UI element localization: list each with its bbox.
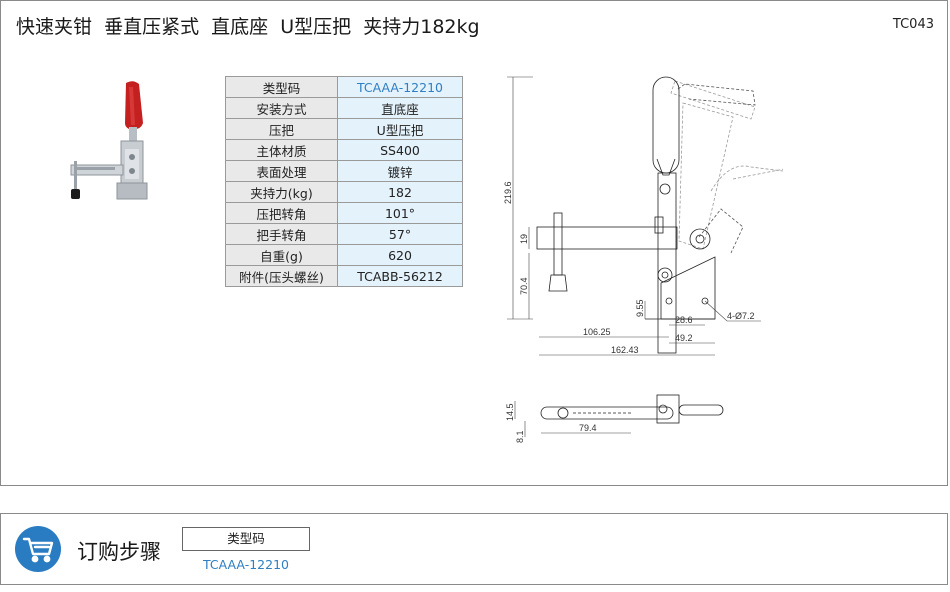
spec-value: 57° xyxy=(337,223,463,245)
product-photo xyxy=(70,81,148,200)
dim-slot-length: 79.4 xyxy=(579,423,597,433)
spec-value: U型压把 xyxy=(337,118,463,140)
dim-hole-spec: 4-Ø7.2 xyxy=(727,311,755,321)
dim-reach: 106.25 xyxy=(583,327,611,337)
dim-slot-width: 8.1 xyxy=(515,430,525,443)
spec-row: 附件(压头螺丝)TCABB-56212 xyxy=(225,265,463,287)
spec-row: 表面处理镀锌 xyxy=(225,160,463,182)
spec-value[interactable]: TCAAA-12210 xyxy=(337,76,463,98)
spec-label: 主体材质 xyxy=(225,139,338,161)
spec-label: 把手转角 xyxy=(225,223,338,245)
spec-label: 夹持力(kg) xyxy=(225,181,338,203)
page-title: 快速夹钳 垂直压紧式 直底座 U型压把 夹持力182kg xyxy=(16,16,480,38)
dim-overall-length: 162.43 xyxy=(611,345,639,355)
dim-top-width: 14.5 xyxy=(505,403,515,421)
dim-base-length: 49.2 xyxy=(675,333,693,343)
order-type-code-label: 类型码 xyxy=(182,527,310,551)
order-type-code-value[interactable]: TCAAA-12210 xyxy=(203,557,289,572)
dim-spindle-height: 70.4 xyxy=(519,277,529,295)
spec-label: 附件(压头螺丝) xyxy=(225,265,338,287)
spec-row: 安装方式直底座 xyxy=(225,97,463,119)
spec-row: 夹持力(kg)182 xyxy=(225,181,463,203)
spec-label: 表面处理 xyxy=(225,160,338,182)
spec-value: 镀锌 xyxy=(337,160,463,182)
spec-value: TCABB-56212 xyxy=(337,265,463,287)
spec-value: 101° xyxy=(337,202,463,224)
dim-arm-thickness: 19 xyxy=(519,234,529,244)
spec-value: 直底座 xyxy=(337,97,463,119)
spec-value: 620 xyxy=(337,244,463,266)
spec-label: 类型码 xyxy=(225,76,338,98)
spec-row: 自重(g)620 xyxy=(225,244,463,266)
open-position-outline xyxy=(670,80,783,250)
product-code: TC043 xyxy=(892,17,934,32)
spec-value: SS400 xyxy=(337,139,463,161)
order-steps-panel: 订购步骤 类型码 TCAAA-12210 xyxy=(0,513,948,585)
dim-base-height: 9.55 xyxy=(635,299,645,317)
dim-height-total: 219.6 xyxy=(503,181,513,204)
technical-drawing: 219.6 19 70.4 9.55 28.6 4-Ø7.2 106.25 49… xyxy=(503,76,783,443)
spec-label: 压把转角 xyxy=(225,202,338,224)
shopping-cart-icon xyxy=(15,526,61,572)
spec-label: 压把 xyxy=(225,118,338,140)
spec-label: 安装方式 xyxy=(225,97,338,119)
spec-label: 自重(g) xyxy=(225,244,338,266)
order-title: 订购步骤 xyxy=(77,540,161,564)
dim-hole-spacing: 28.6 xyxy=(675,315,693,325)
spec-value: 182 xyxy=(337,181,463,203)
